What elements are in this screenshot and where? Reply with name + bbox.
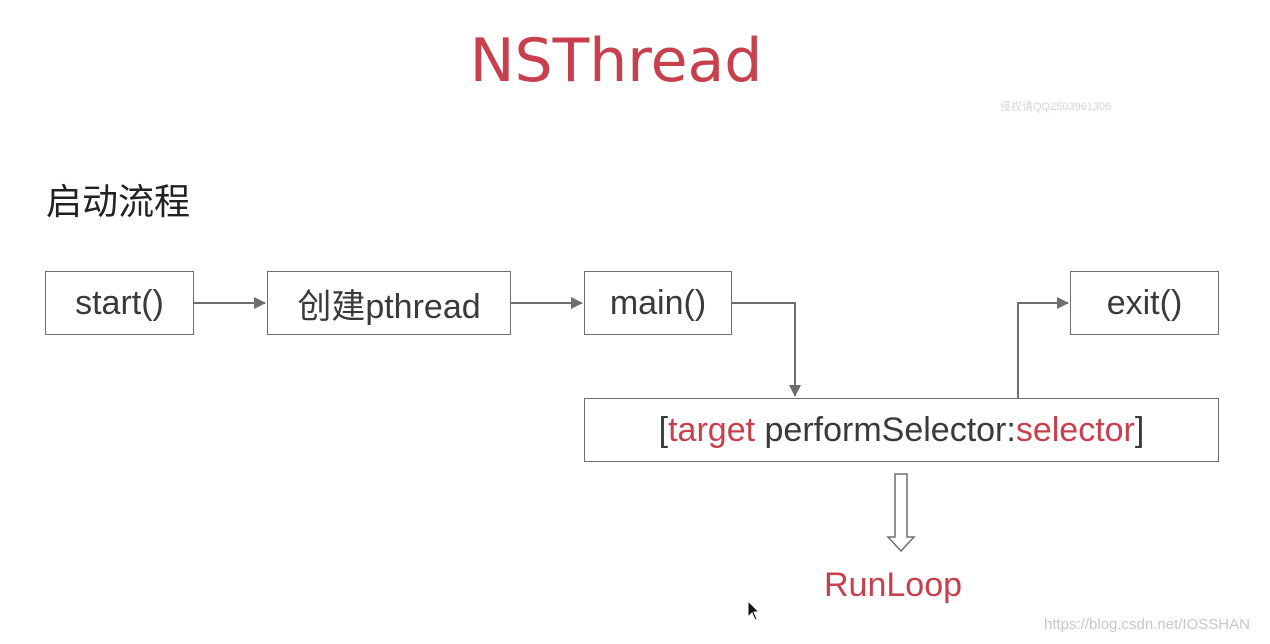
node-main-label: main() — [609, 283, 707, 322]
node-exit: exit() — [1070, 271, 1219, 335]
arrow-main-to-perform — [732, 302, 801, 397]
node-start-label: start() — [75, 283, 164, 322]
perform-method: performSelector: — [755, 410, 1016, 449]
perform-close-bracket: ] — [1134, 410, 1145, 449]
diagram-title: NSThread — [469, 26, 763, 96]
node-create-pthread: 创建pthread — [267, 271, 511, 335]
runloop-label: RunLoop — [824, 566, 963, 604]
perform-selector-arg: selector — [1015, 410, 1135, 449]
perform-open-bracket: [ — [658, 410, 669, 449]
node-perform-selector: [target performSelector:selector] — [584, 398, 1219, 462]
node-start: start() — [45, 271, 194, 335]
node-main: main() — [584, 271, 732, 335]
hollow-down-arrow — [886, 473, 916, 553]
arrow-perform-to-exit — [1017, 297, 1069, 398]
mouse-cursor-icon — [747, 600, 761, 621]
watermark-top: 侵权请QQ2503961306 — [1000, 101, 1112, 113]
node-create-pthread-label: 创建pthread — [297, 287, 481, 326]
section-label: 启动流程 — [46, 182, 191, 223]
footer-watermark: https://blog.csdn.net/IOSSHAN — [1044, 616, 1250, 633]
node-exit-label: exit() — [1106, 283, 1183, 322]
perform-target: target — [668, 410, 756, 449]
